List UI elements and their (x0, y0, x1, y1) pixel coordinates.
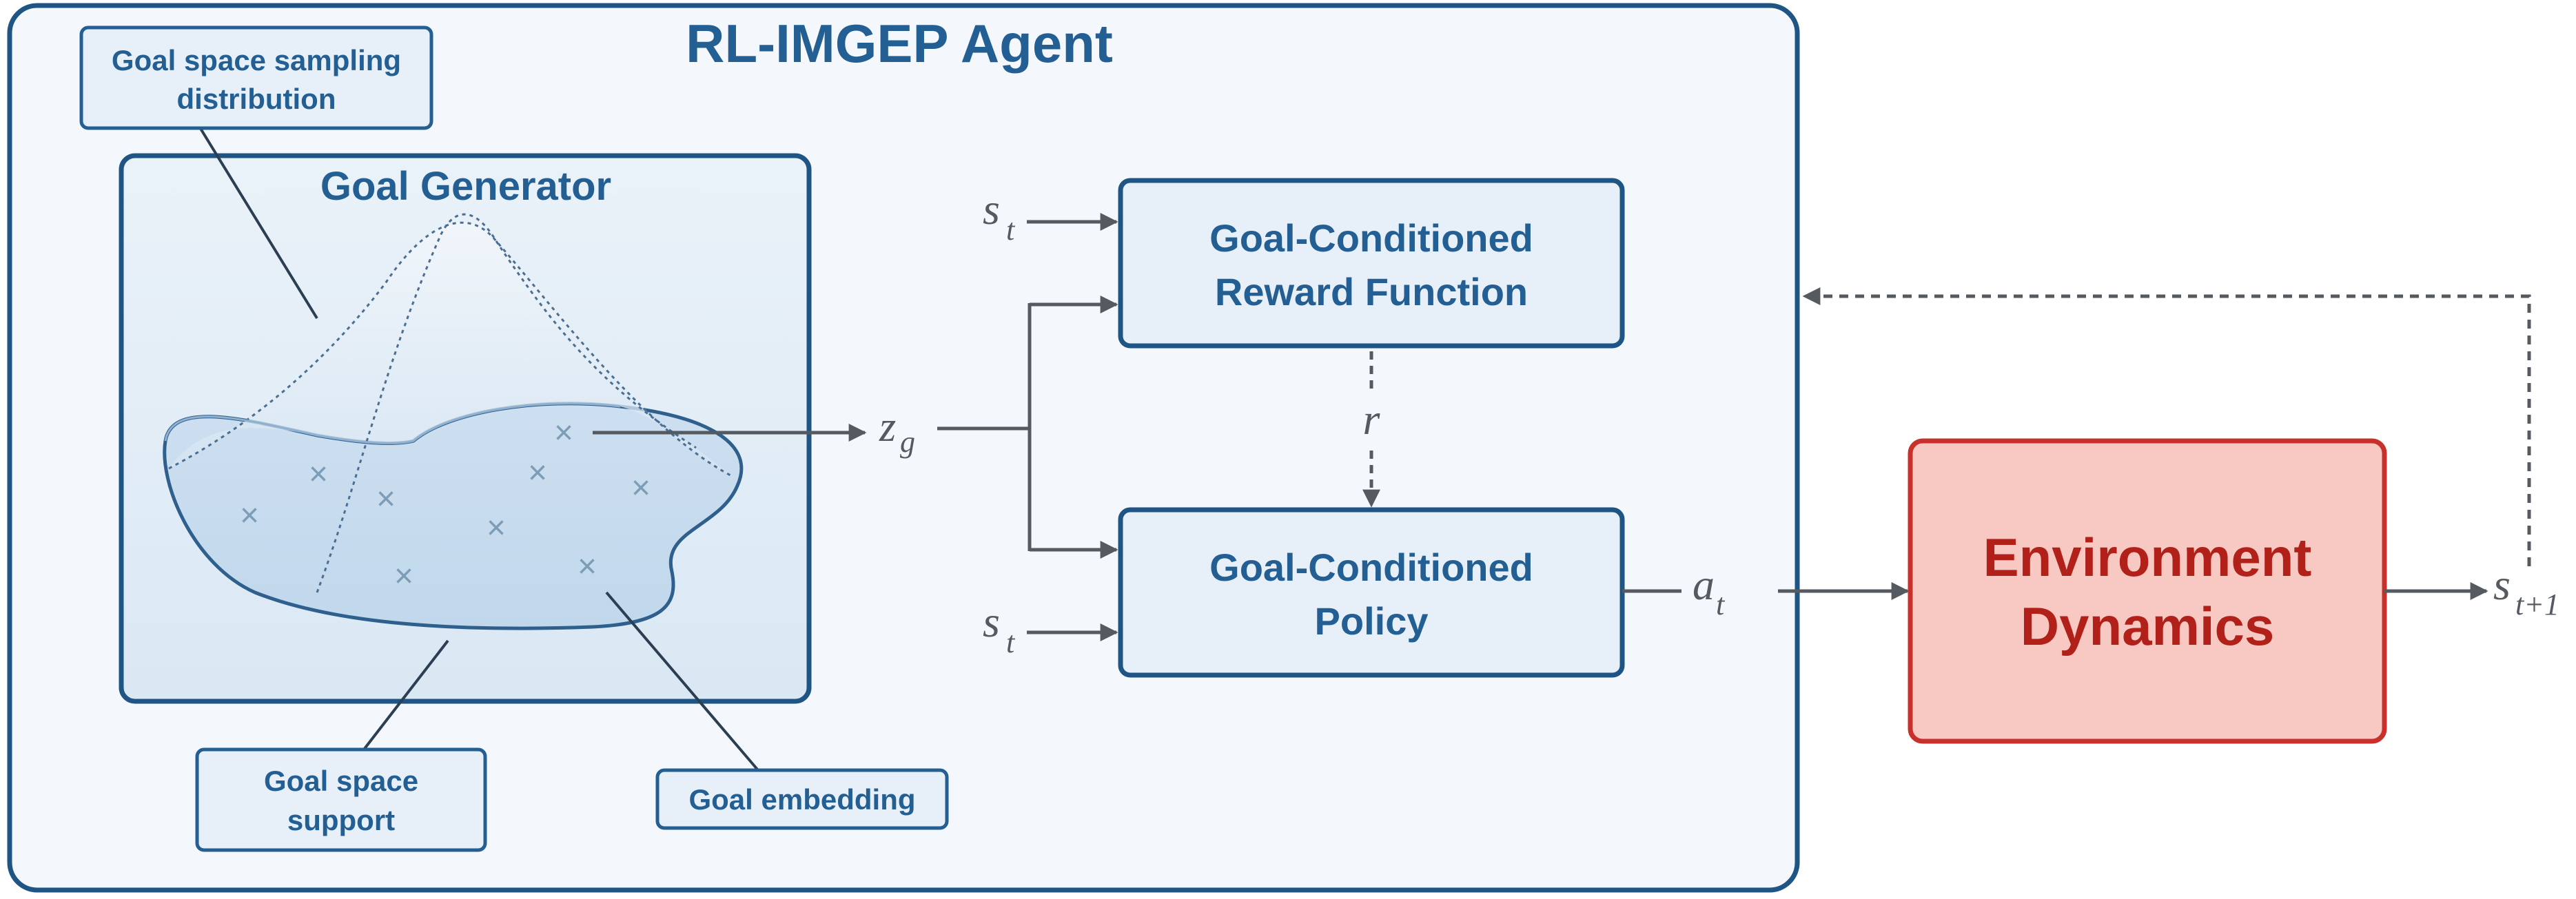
callout-sampling-text-2: distribution (177, 83, 336, 115)
agent-title: RL-IMGEP Agent (686, 13, 1113, 74)
symbol-s: s (983, 185, 1000, 234)
goal-embedding-markers: × × × × × × × × × (240, 415, 651, 595)
symbol-s: s (2493, 560, 2511, 609)
goal-marker: × (577, 548, 597, 585)
goal-marker: × (240, 497, 259, 534)
callout-sampling-text-1: Goal space sampling (112, 44, 401, 76)
goal-marker: × (394, 558, 413, 595)
environment-dynamics-box (1908, 438, 2387, 744)
symbol-s-t-plus-1: s t+1 (2493, 560, 2559, 621)
callout-line-sampling (198, 126, 318, 320)
goal-marker: × (309, 456, 328, 493)
policy-label-1: Goal-Conditioned (1209, 546, 1533, 589)
symbol-t-plus-1-subscript: t+1 (2515, 588, 2559, 621)
feedback-loop-dashed (1802, 287, 2531, 566)
goal-marker: × (528, 455, 547, 491)
callout-line-support (362, 639, 449, 751)
goal-marker: × (631, 470, 651, 506)
callout-box-embedding (655, 768, 949, 830)
callout-support-text-2: support (287, 804, 395, 836)
symbol-r: r (1363, 395, 1381, 444)
reward-function-label-2: Reward Function (1215, 270, 1528, 313)
callout-embedding-text: Goal embedding (688, 783, 915, 816)
symbol-t-subscript: t (1006, 626, 1016, 659)
callout-box-support (195, 747, 487, 852)
symbol-t-subscript: t (1716, 588, 1726, 621)
sampling-distribution-outline (168, 221, 731, 477)
policy-box (1118, 507, 1625, 678)
symbol-t-subscript: t (1006, 213, 1016, 247)
goal-marker: × (487, 510, 506, 546)
symbol-a: a (1693, 560, 1715, 609)
goal-marker: × (554, 415, 573, 451)
callout-box-sampling (79, 25, 433, 130)
reward-function-label-1: Goal-Conditioned (1209, 216, 1533, 260)
environment-label-1: Environment (1983, 527, 2312, 588)
symbol-z-g: z g (879, 404, 915, 459)
symbol-s-t-reward: s t (983, 185, 1016, 247)
symbol-g-subscript: g (900, 425, 915, 459)
reward-function-box (1118, 178, 1625, 349)
support-front-edge (164, 402, 621, 444)
sampling-distribution-inner-curve (316, 213, 697, 593)
sampling-distribution-surface (169, 223, 730, 475)
policy-label-2: Policy (1315, 599, 1429, 643)
goal-marker: × (376, 481, 396, 517)
environment-label-2: Dynamics (2021, 596, 2275, 657)
callout-line-embedding (605, 591, 759, 772)
symbol-a-t: a t (1693, 560, 1726, 621)
symbol-s: s (983, 597, 1000, 646)
callout-support-text-1: Goal space (264, 765, 418, 797)
symbol-z: z (879, 404, 896, 451)
symbol-s-t-policy: s t (983, 597, 1016, 659)
goal-generator-title: Goal Generator (320, 164, 611, 209)
